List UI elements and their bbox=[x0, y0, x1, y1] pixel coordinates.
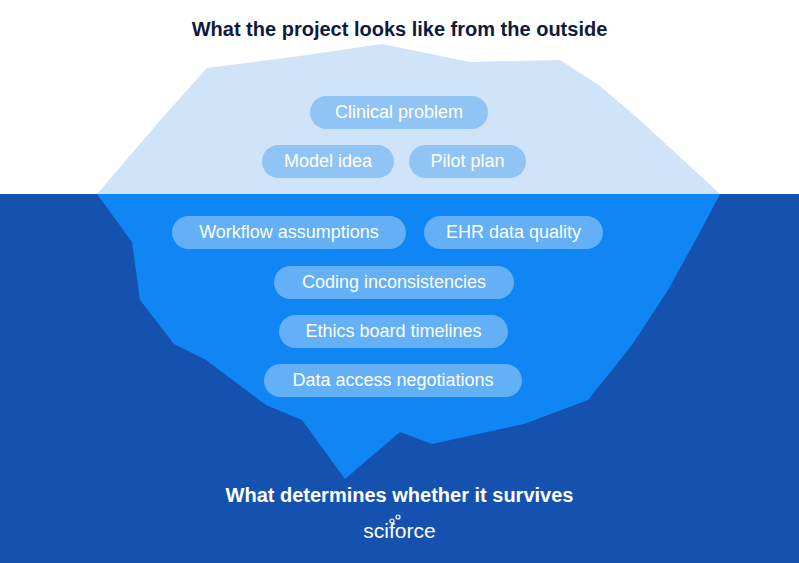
pill-text: Model idea bbox=[284, 151, 372, 172]
pill-box: Clinical problem bbox=[310, 96, 488, 129]
pill-box: Workflow assumptions bbox=[172, 216, 406, 249]
pill-text: Ethics board timelines bbox=[305, 321, 481, 342]
iceberg-tip bbox=[97, 44, 720, 194]
pill-box: EHR data quality bbox=[424, 216, 603, 249]
logo-text: sciforce bbox=[0, 519, 799, 543]
pill-box: Model idea bbox=[262, 145, 394, 178]
pill-text: Workflow assumptions bbox=[199, 222, 379, 243]
pill-text: Data access negotiations bbox=[292, 370, 493, 391]
title: What the project looks like from the out… bbox=[0, 18, 799, 41]
pill-text: EHR data quality bbox=[446, 222, 581, 243]
pill-box: Coding inconsistencies bbox=[274, 266, 514, 299]
pill-box: Data access negotiations bbox=[264, 364, 522, 397]
water bbox=[0, 194, 799, 563]
iceberg-underwater bbox=[97, 194, 720, 479]
caption: What determines whether it survives bbox=[0, 484, 799, 507]
pill-box: Ethics board timelines bbox=[279, 315, 508, 348]
pill-text: Coding inconsistencies bbox=[302, 272, 486, 293]
pill-box: Pilot plan bbox=[409, 145, 526, 178]
pill-text: Pilot plan bbox=[430, 151, 504, 172]
pill-text: Clinical problem bbox=[335, 102, 463, 123]
